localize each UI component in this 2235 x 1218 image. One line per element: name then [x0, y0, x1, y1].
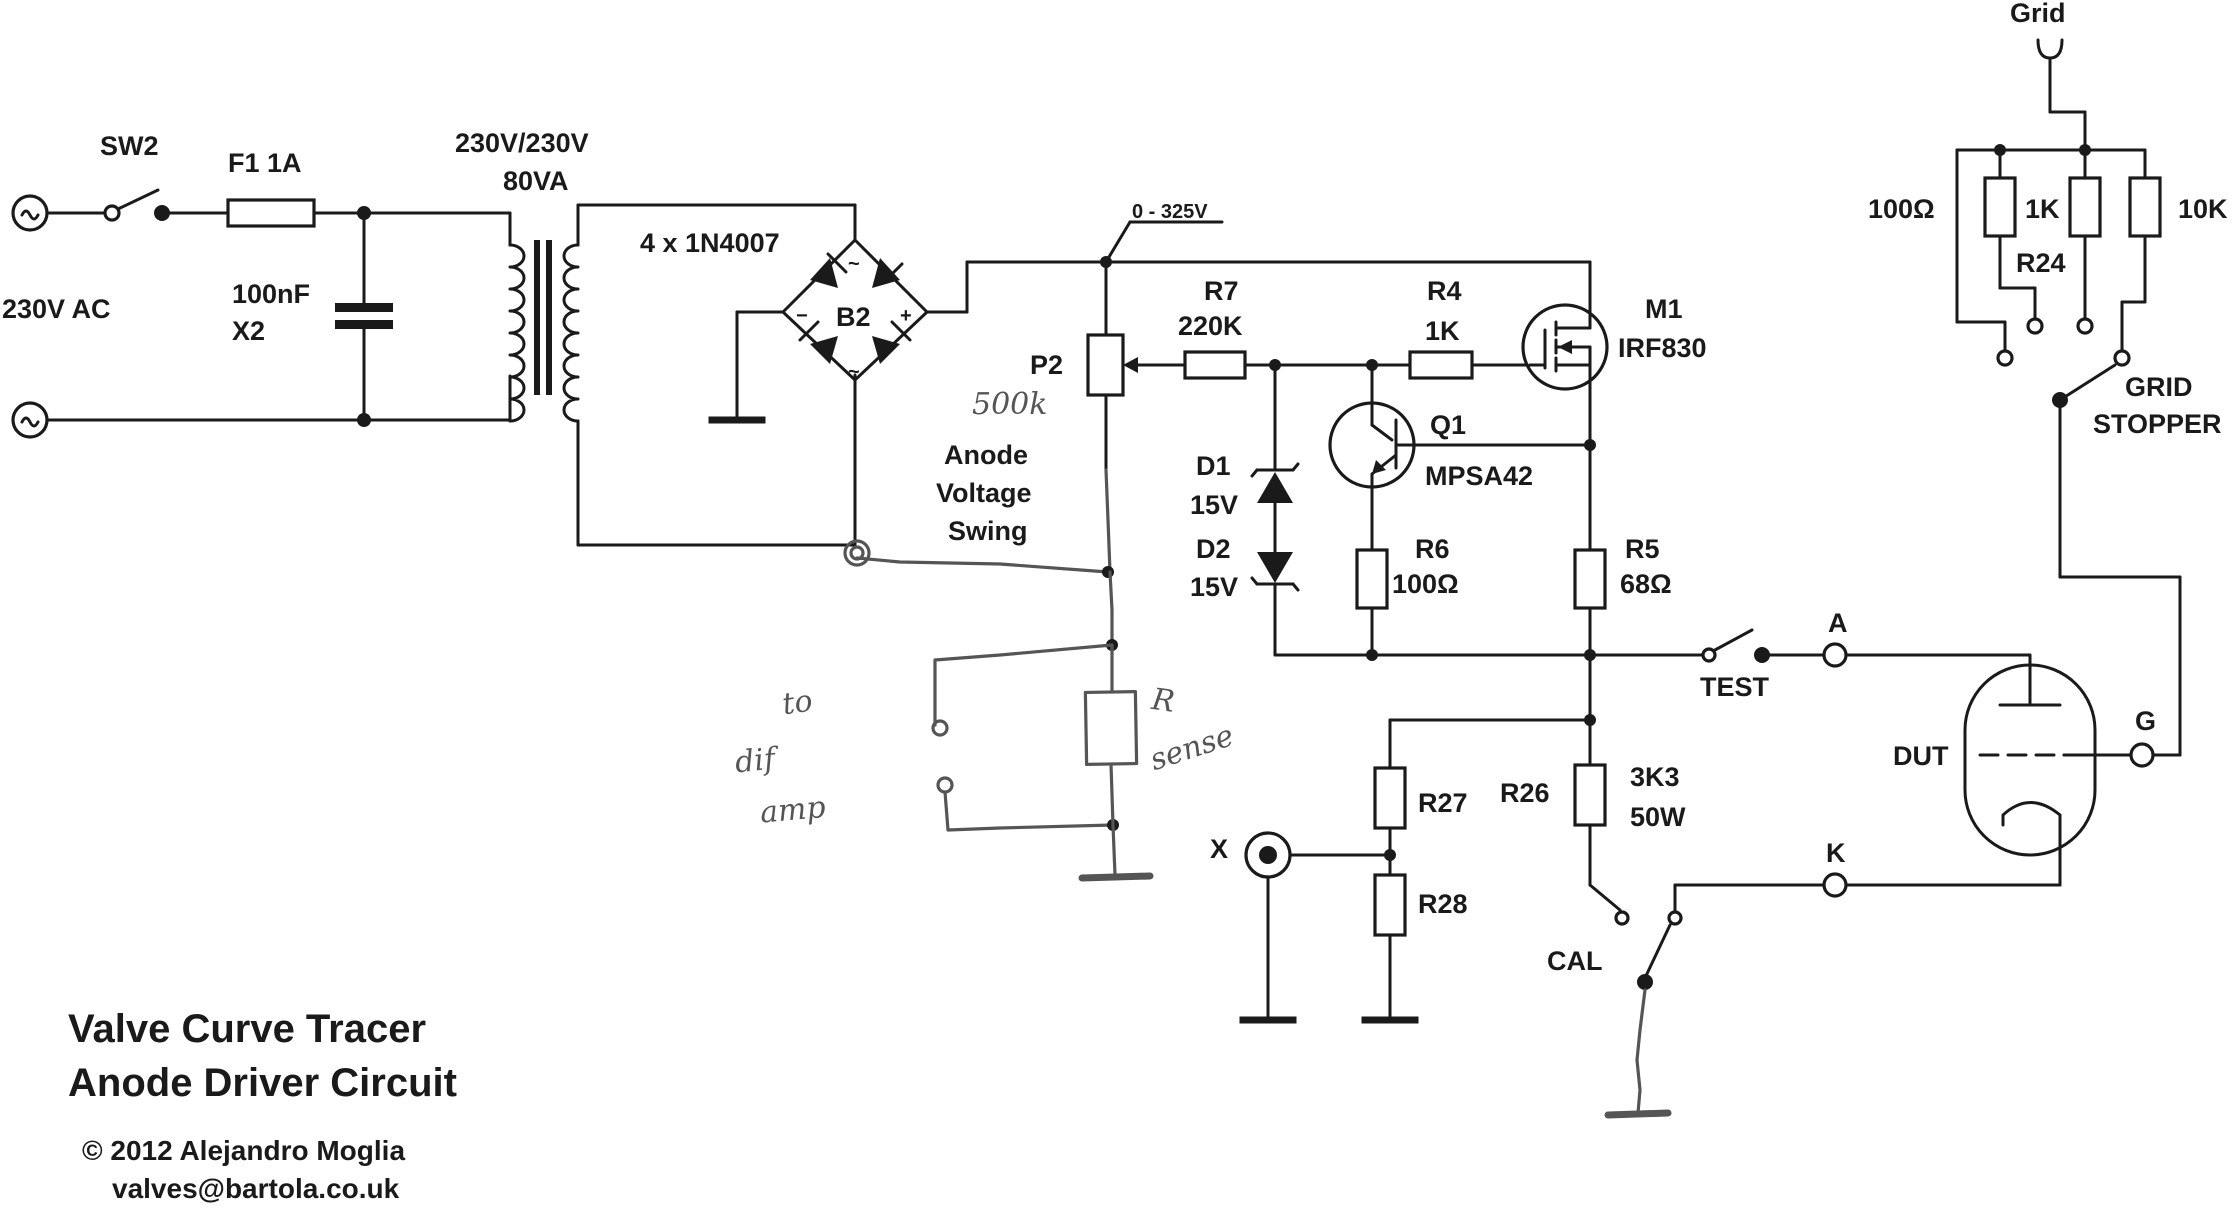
test-label: TEST — [1700, 672, 1770, 702]
grid-stopper-label-1: GRID — [2125, 372, 2193, 402]
title-line-1: Valve Curve Tracer — [68, 1007, 426, 1051]
divider-r27-r28: R27 R28 — [1361, 718, 1592, 1024]
hand-r: R — [1149, 682, 1177, 720]
email: valves@bartola.co.uk — [112, 1173, 400, 1204]
p2-handwritten-value: 500k — [972, 387, 1047, 422]
d2-value: 15V — [1190, 572, 1238, 602]
r28-label: R28 — [1418, 889, 1468, 919]
copyright: © 2012 Alejandro Moglia — [82, 1135, 405, 1166]
bridge-label: B2 — [836, 302, 871, 332]
r6-resistor: R6 100Ω — [1355, 534, 1459, 657]
zener-diodes: D1 15V D2 15V — [1190, 363, 1300, 657]
m1-name: M1 — [1645, 294, 1683, 324]
dut-valve: DUT — [1893, 663, 2132, 887]
hand-drawn-sense-network: to dif amp R sense — [733, 556, 1238, 882]
r4-resistor: R4 1K — [1408, 276, 1532, 380]
r24-label: R24 — [2016, 248, 2066, 278]
ac-input-label: 230V AC — [2, 294, 111, 324]
r7-resistor: R7 220K — [1178, 276, 1412, 380]
r4-value: 1K — [1425, 316, 1460, 346]
r26-value-1: 3K3 — [1630, 762, 1680, 792]
sw2-switch — [116, 188, 170, 221]
transformer-secondary — [562, 243, 580, 423]
a-terminal-label: A — [1828, 608, 1848, 638]
grid-stopper-network: Grid 100Ω 1K R24 10K — [1868, 0, 2228, 439]
cal-switch: CAL — [1547, 923, 1672, 1119]
mosfet-m1: M1 IRF830 — [1521, 260, 1707, 552]
transformer-rating: 80VA — [503, 166, 569, 196]
mains-input: 230V AC SW2 F1 1A 100nF X2 — [2, 131, 512, 439]
transistor-q1: Q1 MPSA42 — [1328, 363, 1592, 552]
anode-terminal: A — [1822, 608, 2032, 707]
p2-label: P2 — [1030, 350, 1063, 380]
r5-name: R5 — [1625, 534, 1660, 564]
rail-voltage-note: 0 - 325V — [1100, 201, 1224, 268]
bridge-ac-top: ~ — [848, 253, 860, 275]
title-block: Valve Curve Tracer Anode Driver Circuit … — [68, 1007, 457, 1204]
r26-value-2: 50W — [1630, 802, 1686, 832]
m1-type: IRF830 — [1618, 333, 1707, 363]
grid-terminal: G — [2058, 398, 2182, 768]
x-terminal-label: X — [1210, 834, 1228, 864]
rail-voltage-label: 0 - 325V — [1132, 201, 1208, 223]
bridge-ac-bottom: ~ — [848, 361, 860, 383]
diodes-label: 4 x 1N4007 — [640, 228, 780, 258]
hand-to: to — [780, 683, 815, 722]
grid-input-label: Grid — [2010, 0, 2066, 28]
anode-swing-1: Anode — [944, 440, 1028, 470]
r26-resistor: R26 3K3 50W — [1500, 653, 1686, 926]
hand-sense: sense — [1146, 718, 1238, 778]
title-line-2: Anode Driver Circuit — [68, 1061, 457, 1105]
r6-value: 100Ω — [1392, 569, 1459, 599]
hand-dif: dif — [733, 741, 781, 780]
potentiometer-p2: P2 500k Anode Voltage Swing — [936, 260, 1187, 574]
sw2-label: SW2 — [100, 131, 159, 161]
grid-10k-label: 10K — [2178, 194, 2228, 224]
cal-label: CAL — [1547, 946, 1603, 976]
r5-resistor: R5 68Ω — [1573, 534, 1672, 657]
transformer-ratio: 230V/230V — [455, 128, 589, 158]
hand-amp: amp — [759, 790, 827, 831]
transformer: 230V/230V 80VA — [455, 128, 857, 547]
capacitor-value: 100nF — [232, 279, 310, 309]
capacitor-x2 — [335, 303, 393, 312]
grid-100-label: 100Ω — [1868, 194, 1935, 224]
q1-type: MPSA42 — [1425, 461, 1533, 491]
grid-1k-label: 1K — [2025, 194, 2060, 224]
bridge-rectifier: 4 x 1N4007 B2 ~ ~ − + — [640, 203, 1592, 567]
transformer-primary — [508, 243, 526, 423]
fuse-f1 — [226, 198, 316, 228]
r26-name: R26 — [1500, 778, 1550, 808]
fuse-label: F1 1A — [228, 148, 302, 178]
d2-name: D2 — [1196, 534, 1231, 564]
d1-name: D1 — [1196, 451, 1231, 481]
r5-value: 68Ω — [1620, 569, 1672, 599]
r6-name: R6 — [1415, 534, 1450, 564]
k-terminal-label: K — [1826, 838, 1846, 868]
r7-value: 220K — [1178, 311, 1243, 341]
anode-swing-3: Swing — [948, 516, 1028, 546]
cathode-terminal: K — [1667, 838, 2062, 926]
bridge-minus: − — [796, 305, 808, 327]
d1-value: 15V — [1190, 490, 1238, 520]
anode-swing-2: Voltage — [936, 478, 1032, 508]
q1-name: Q1 — [1430, 410, 1466, 440]
dut-label: DUT — [1893, 741, 1949, 771]
r27-label: R27 — [1418, 788, 1468, 818]
bridge-plus: + — [900, 305, 912, 327]
r7-name: R7 — [1204, 276, 1239, 306]
test-switch: TEST — [1588, 628, 1825, 702]
r4-name: R4 — [1427, 276, 1462, 306]
capacitor-class: X2 — [232, 316, 265, 346]
grid-stopper-label-2: STOPPER — [2093, 409, 2222, 439]
x-output-terminal: X — [1210, 831, 1392, 1024]
g-terminal-label: G — [2135, 706, 2156, 736]
